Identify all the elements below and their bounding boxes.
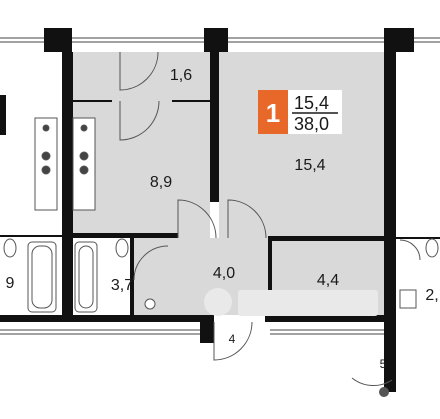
wall-bath-right	[130, 238, 134, 315]
wall-top-right-block	[384, 28, 414, 52]
wall-bottom-right	[265, 315, 384, 322]
label-living: 15,4	[294, 157, 325, 174]
door-corridor-left	[177, 199, 217, 239]
wall-bottom-block	[200, 315, 214, 343]
door-kitchen	[119, 100, 160, 141]
sink-right-unit	[399, 289, 417, 309]
badge-living-area: 15,4	[294, 93, 329, 113]
label-kitchen: 8,9	[150, 174, 172, 191]
wall-storage-left	[268, 241, 272, 315]
label-corridor: 4,0	[213, 265, 235, 282]
wall-top-mid-block	[204, 28, 228, 52]
stove-burner-4	[79, 165, 89, 175]
wall-mid-vertical	[210, 52, 219, 202]
bathtub-left-inner	[31, 245, 53, 309]
door-corridor-right	[227, 199, 267, 239]
label-hall-top: 1,6	[170, 67, 192, 84]
room-hall-top-fill	[73, 52, 210, 101]
doors	[119, 51, 421, 361]
thin-walls	[0, 100, 440, 239]
door-hall-top	[119, 51, 159, 91]
room-kitchen-fill	[73, 101, 210, 238]
label-right-neighbor: 2,	[425, 287, 438, 304]
bathtub-mid-inner	[78, 245, 94, 309]
badge-area-box	[288, 90, 342, 134]
bathroom-fixtures	[3, 238, 439, 313]
stove-burner-3	[79, 151, 89, 161]
sink-right	[80, 124, 88, 132]
area-badge: 1 15,4 38,0	[258, 90, 342, 134]
badge-total-area: 38,0	[294, 114, 329, 134]
section-arrow-dot	[379, 387, 389, 397]
stove-burner-1	[41, 151, 51, 161]
toilet-right	[425, 238, 439, 258]
wall-top-left-block	[44, 28, 72, 52]
toilet-left	[3, 238, 17, 258]
kitchen-counter-left	[34, 117, 58, 211]
wall-left-vertical	[62, 52, 73, 322]
label-left-neighbor: 9	[6, 275, 15, 292]
watermark-logo	[204, 288, 378, 316]
kitchen-fixtures	[34, 117, 96, 211]
stove-burner-2	[41, 165, 51, 175]
wall-right-vertical	[384, 52, 396, 392]
door-entrance	[213, 321, 253, 361]
marker-entrance: 4	[229, 332, 236, 346]
door-bath	[133, 245, 169, 281]
room-labels: 1,6 8,9 15,4 4,0 3,7 4,4 9 2,	[6, 67, 439, 304]
wall-kitchen-bottom	[73, 233, 178, 238]
wall-left-edge	[0, 95, 6, 135]
markers: 4 5	[229, 332, 393, 397]
wall-bottom-left	[0, 315, 210, 322]
room-living-fill	[219, 52, 384, 238]
marker-section: 5	[380, 357, 387, 371]
section-arc	[351, 377, 393, 387]
wall-living-bottom	[268, 236, 384, 241]
badge-room-count: 1	[266, 98, 280, 128]
label-bathroom: 3,7	[111, 277, 133, 294]
watermark-letters	[238, 290, 378, 316]
washer	[144, 298, 156, 310]
walls	[0, 28, 414, 392]
label-storage: 4,4	[317, 272, 339, 289]
door-right-unit	[399, 239, 421, 261]
badge-room-count-box	[258, 90, 288, 134]
sink-left	[42, 124, 50, 132]
watermark-circle	[204, 288, 232, 316]
kitchen-counter-right	[72, 117, 96, 211]
toilet-mid	[115, 238, 129, 258]
